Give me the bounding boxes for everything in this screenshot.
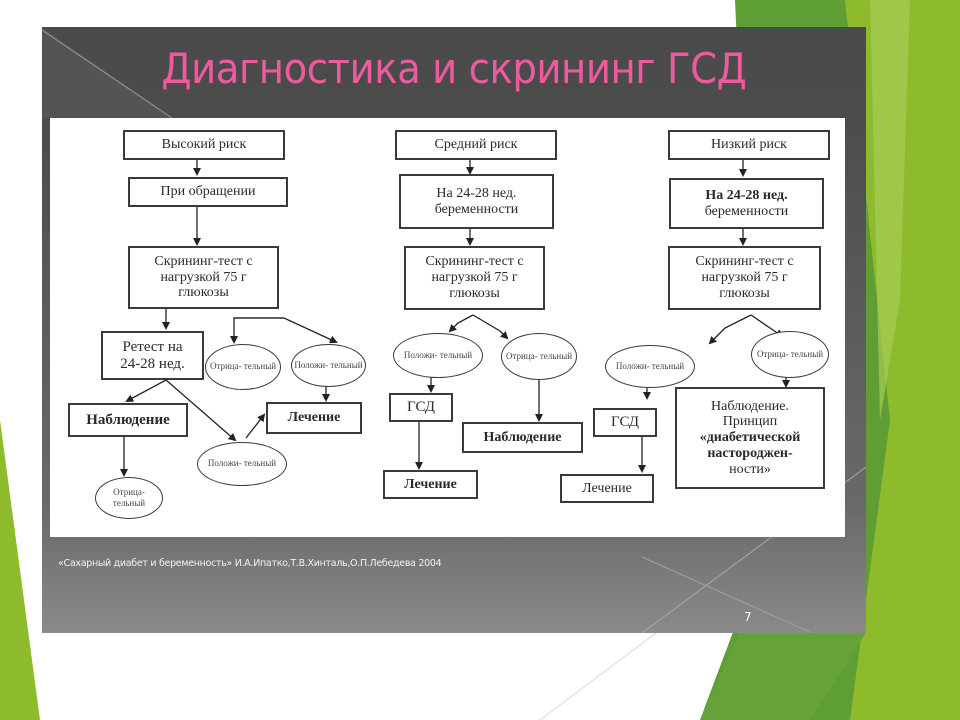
high-risk-negative-oval: Отрица- тельный <box>205 344 281 390</box>
high-risk-test-box: Скрининг-тест с нагрузкой 75 г глюкозы <box>128 246 279 309</box>
high-risk-treatment-box: Лечение <box>266 402 362 434</box>
green-shape-bottom <box>700 633 866 720</box>
low-risk-test-box: Скрининг-тест с нагрузкой 75 г глюкозы <box>668 246 821 310</box>
low-risk-treatment-box: Лечение <box>560 474 654 503</box>
green-shape-right-light <box>845 0 960 720</box>
low-risk-header: Низкий риск <box>668 130 830 160</box>
high-risk-positive-oval: Положи- тельный <box>291 344 366 387</box>
arrow-high-retest-positive2 <box>165 379 237 442</box>
medium-risk-treatment-box: Лечение <box>383 470 478 499</box>
arrow-mid-test-positive <box>448 314 474 333</box>
arrow-high-test-positive <box>234 317 338 344</box>
medium-risk-when-box: На 24-28 нед. беременности <box>399 174 554 229</box>
medium-risk-negative-oval: Отрица- тельный <box>501 333 577 380</box>
flowchart: Высокий риск При обращении Скрининг-тест… <box>50 118 845 537</box>
slide-number: 7 <box>744 610 752 624</box>
high-risk-retest-box: Ретест на 24-28 нед. <box>101 331 204 380</box>
high-risk-header: Высокий риск <box>123 130 285 160</box>
low-risk-positive-oval: Положи- тельный <box>605 345 695 388</box>
slide-title: Диагностика и скрининг ГСД <box>161 44 747 93</box>
low-risk-gdm-box: ГСД <box>593 408 657 437</box>
medium-risk-header: Средний риск <box>395 130 557 160</box>
green-shape-left <box>0 420 40 720</box>
medium-risk-gdm-box: ГСД <box>389 393 453 422</box>
medium-risk-test-box: Скрининг-тест с нагрузкой 75 г глюкозы <box>404 246 545 310</box>
arrow-low-test-positive <box>708 314 752 345</box>
source-citation: «Сахарный диабет и беременность» И.А.Ипа… <box>58 558 442 569</box>
low-risk-negative-oval: Отрица- тельный <box>751 331 829 378</box>
flowchart-connectors <box>120 158 790 477</box>
high-risk-positive2-oval: Положи- тельный <box>197 442 287 486</box>
arrow-high-test-negative <box>230 317 284 344</box>
high-risk-observation-box: Наблюдение <box>68 403 188 437</box>
slide-diagonal-lines <box>42 27 866 633</box>
medium-risk-observation-box: Наблюдение <box>462 422 583 453</box>
arrow-high-retest-observation <box>125 379 167 402</box>
arrow-high-positive2-treatment <box>245 413 266 439</box>
high-risk-when-box: При обращении <box>128 177 288 207</box>
arrow-mid-test-negative <box>472 314 509 340</box>
low-risk-observation-box: Наблюдение. Принцип «диабетической насто… <box>675 387 825 489</box>
medium-risk-positive-oval: Положи- тельный <box>393 333 483 378</box>
low-risk-when-box: На 24-28 нед. беременности <box>669 178 824 229</box>
high-risk-negative2-oval: Отрица- тельный <box>95 477 163 519</box>
green-shape-right-pale <box>870 0 910 420</box>
